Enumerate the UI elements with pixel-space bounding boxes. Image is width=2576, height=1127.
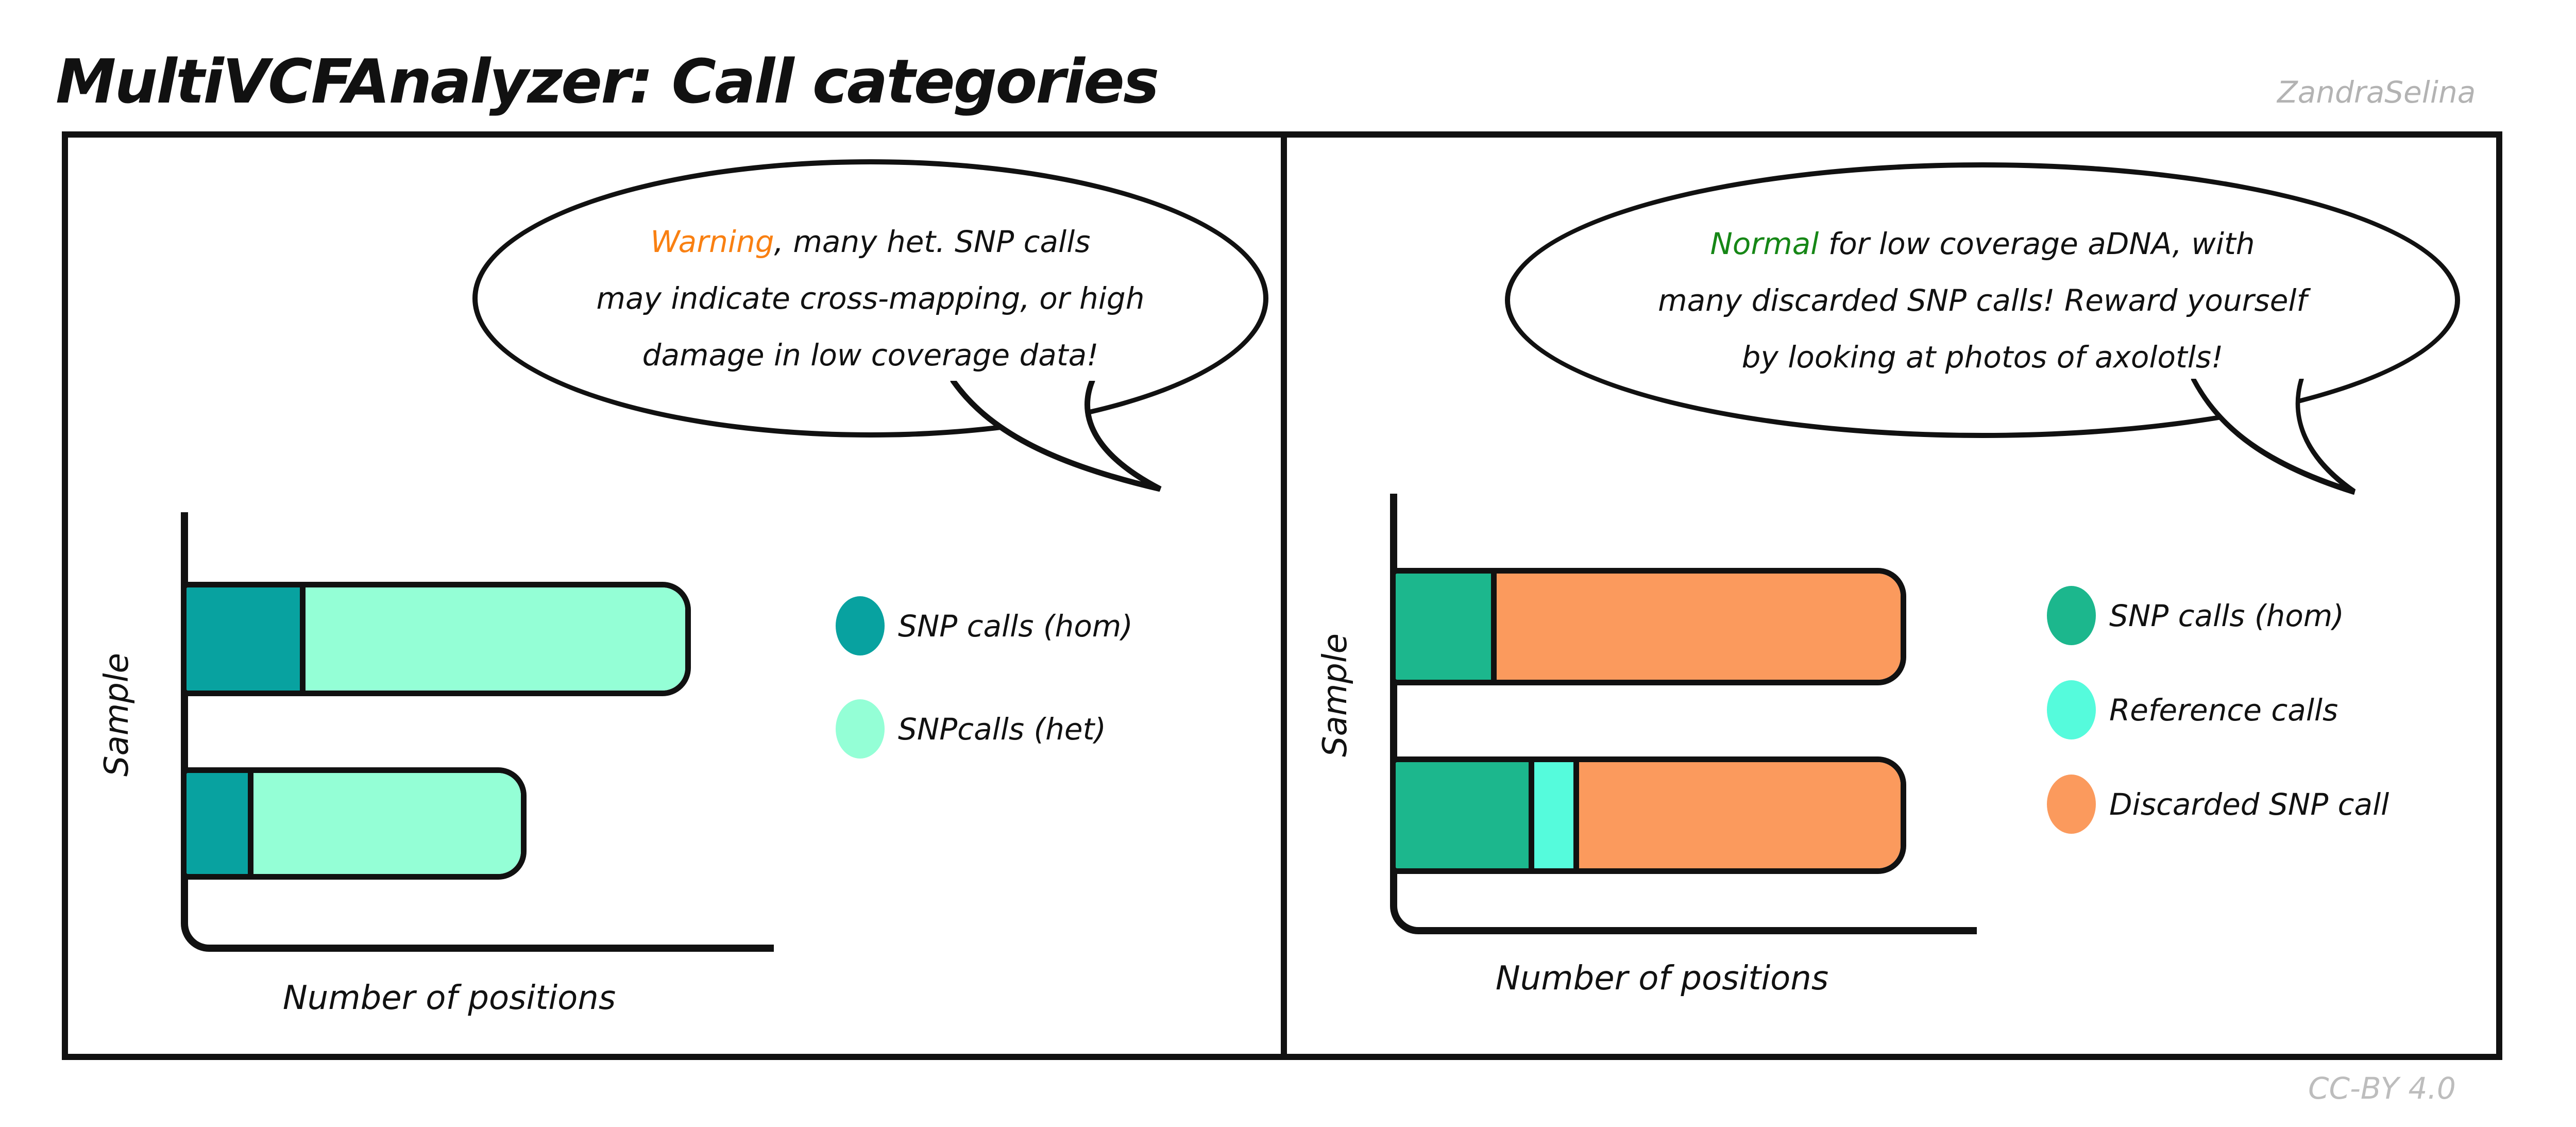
bubble-line-2: many discarded SNP calls! Reward yoursel…	[1658, 282, 2307, 318]
speech-bubble-text: Normal for low coverage aDNA, with many …	[1510, 215, 2455, 385]
stacked-bar-sample-bottom	[1390, 756, 1906, 874]
legend-item: SNP calls (hom)	[2047, 586, 2389, 645]
legend-label: Discarded SNP call	[2109, 786, 2389, 822]
bar-segment-discarded-snp-call	[1491, 574, 1901, 680]
bar-segment-snpcalls-het-	[300, 587, 685, 691]
page-title: MultiVCFAnalyzer: Call categories	[56, 46, 1159, 117]
legend-swatch-snp-hom	[2047, 586, 2096, 645]
legend-item: SNPcalls (het)	[836, 699, 1133, 759]
legend-swatch-snp-het	[836, 699, 885, 759]
legend-item: SNP calls (hom)	[836, 596, 1133, 655]
legend-swatch-reference	[2047, 680, 2096, 739]
speech-bubble: Warning, many het. SNP calls may indicat…	[472, 159, 1268, 438]
speech-bubble-tail	[2191, 379, 2356, 495]
bubble-line-2: may indicate cross-mapping, or high	[596, 281, 1145, 316]
bar-segment-snp-calls-hom-	[187, 587, 300, 691]
x-axis-label: Number of positions	[1495, 960, 1829, 998]
bar-segment-reference-calls	[1529, 762, 1573, 868]
y-axis-label: Sample	[98, 653, 136, 777]
legend-swatch-discarded	[2047, 775, 2096, 834]
x-axis-label: Number of positions	[282, 979, 616, 1017]
stacked-bar-chart	[1390, 494, 1977, 934]
stacked-bar-chart	[181, 512, 774, 952]
bubble-line-3: by looking at photos of axolotls!	[1741, 339, 2224, 375]
bar-segment-snp-calls-hom-	[187, 773, 248, 874]
legend-item: Discarded SNP call	[2047, 775, 2389, 834]
legend-label: SNP calls (hom)	[898, 608, 1133, 644]
bar-segment-snpcalls-het-	[247, 773, 521, 874]
legend-label: SNP calls (hom)	[2109, 598, 2344, 633]
bubble-line-1: Warning, many het. SNP calls	[478, 213, 1263, 270]
author-credit: ZandraSelina	[2277, 75, 2476, 110]
bar-segment-snp-calls-hom-	[1396, 762, 1529, 868]
y-axis-label: Sample	[1316, 633, 1354, 757]
legend-label: SNPcalls (het)	[898, 711, 1106, 747]
speech-bubble: Normal for low coverage aDNA, with many …	[1505, 162, 2460, 438]
bar-segment-discarded-snp-call	[1573, 762, 1901, 868]
panel-het-warning: Warning, many het. SNP calls may indicat…	[62, 131, 1287, 1060]
legend-label: Reference calls	[2109, 692, 2338, 728]
stacked-bar-sample-top	[181, 582, 691, 696]
chart-legend: SNP calls (hom) Reference calls Discarde…	[2047, 586, 2389, 834]
panel-discarded-normal: Normal for low coverage aDNA, with many …	[1281, 131, 2502, 1060]
speech-bubble-tail	[950, 381, 1162, 492]
stacked-bar-sample-top	[1390, 568, 1906, 685]
bubble-line-3: damage in low coverage data!	[642, 338, 1099, 373]
speech-bubble-text: Warning, many het. SNP calls may indicat…	[478, 213, 1263, 383]
license-text: CC-BY 4.0	[2308, 1071, 2456, 1106]
bubble-highlight-word: Warning	[650, 224, 774, 259]
bar-segment-snp-calls-hom-	[1396, 574, 1492, 680]
stacked-bar-sample-bottom	[181, 767, 527, 880]
bubble-line-1: Normal for low coverage aDNA, with	[1510, 215, 2455, 272]
legend-item: Reference calls	[2047, 680, 2389, 739]
chart-axes	[181, 512, 774, 952]
legend-swatch-snp-hom	[836, 596, 885, 655]
chart-legend: SNP calls (hom) SNPcalls (het)	[836, 596, 1133, 759]
bubble-highlight-word: Normal	[1710, 226, 1819, 261]
bubble-line-1-rest: for low coverage aDNA, with	[1819, 226, 2255, 261]
bubble-line-1-rest: , many het. SNP calls	[774, 224, 1091, 259]
